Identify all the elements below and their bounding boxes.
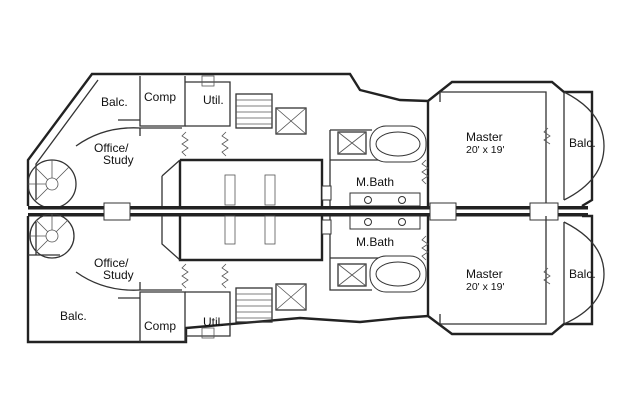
label-comp-lower: Comp xyxy=(144,319,176,333)
label-util-upper: Util. xyxy=(203,93,224,107)
stair-lower xyxy=(235,287,273,323)
label-util-lower: Util. xyxy=(203,315,224,329)
stair-upper xyxy=(235,93,273,129)
label-office-lower-line2: Study xyxy=(103,268,134,282)
label-comp-upper: Comp xyxy=(144,90,176,104)
label-balc-left-lower: Balc. xyxy=(60,309,87,323)
label-master-upper: Master xyxy=(466,130,503,144)
label-mbath-upper: M.Bath xyxy=(356,175,394,189)
upper-unit: Balc. Comp Util. Office/ Study M.Bath Ma… xyxy=(26,72,605,209)
elevator-upper xyxy=(275,107,307,135)
spiral-stair-upper xyxy=(27,159,77,209)
spiral-stair-lower xyxy=(29,213,75,259)
label-office-lower-line1: Office/ xyxy=(94,256,129,270)
label-master-dims-upper: 20' x 19' xyxy=(466,144,504,156)
tub-upper xyxy=(369,125,427,163)
label-balc-left-upper: Balc. xyxy=(101,95,128,109)
elevator-lower xyxy=(275,283,307,311)
label-balc-right-lower: Balc. xyxy=(569,267,596,281)
label-master-dims-lower: 20' x 19' xyxy=(466,281,504,293)
lower-unit: Balc. Comp Util. Office/ Study M.Bath Ma… xyxy=(26,213,605,344)
label-balc-right-upper: Balc. xyxy=(569,136,596,150)
party-wall xyxy=(28,202,588,221)
label-master-lower: Master xyxy=(466,267,503,281)
label-office-upper-line1: Office/ xyxy=(94,141,129,155)
tub-lower xyxy=(369,255,427,293)
label-office-upper-line2: Study xyxy=(103,153,134,167)
label-mbath-lower: M.Bath xyxy=(356,235,394,249)
